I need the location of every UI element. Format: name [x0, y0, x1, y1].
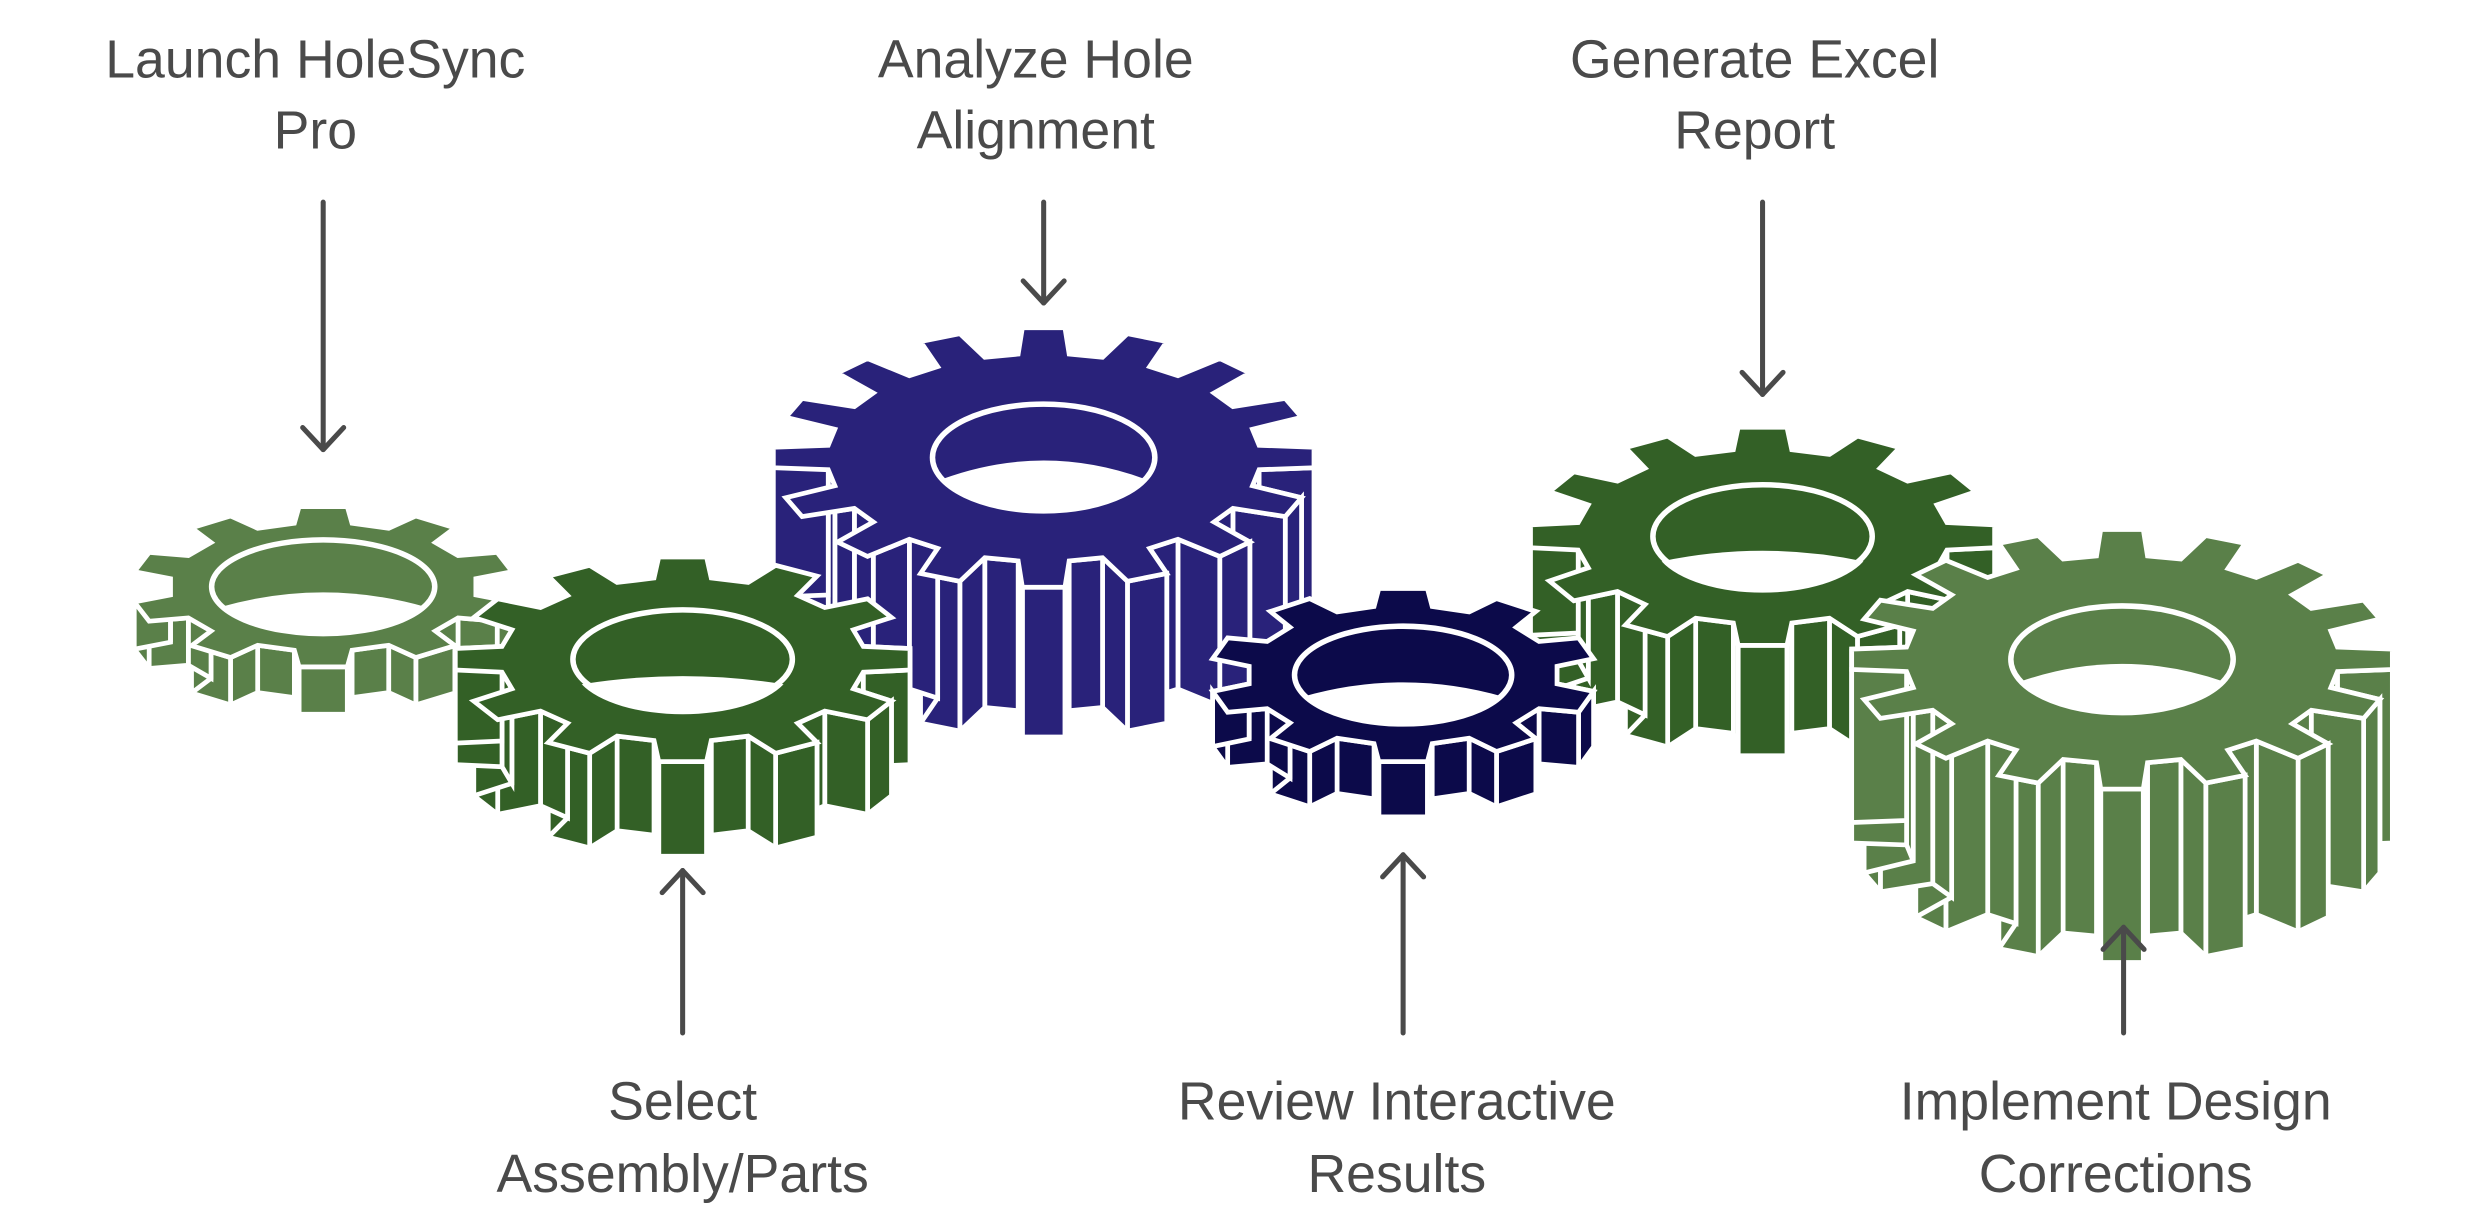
step-label-line: Results	[1307, 1144, 1486, 1204]
arrow-select	[659, 868, 706, 1036]
step-label-line: Select	[608, 1072, 757, 1132]
gear-wall-segment	[1334, 735, 1377, 802]
gear-wall-segment	[1066, 555, 1105, 714]
step-label-line: Alignment	[917, 101, 1155, 161]
gear-hole-opening	[581, 676, 784, 715]
arrow-up-icon	[2100, 924, 2147, 952]
step-label-line: Generate Excel	[1570, 30, 1939, 90]
step-label-line: Corrections	[1979, 1144, 2253, 1204]
gear-wall-segment	[1100, 552, 1130, 737]
gear-wall-segment	[822, 708, 870, 818]
step-label-select: Select Assembly/Parts	[496, 1072, 868, 1205]
step-label-line: Review Interactive	[1178, 1072, 1616, 1132]
gear-wall-segment	[1735, 643, 1790, 759]
gear-wall-segment	[2203, 772, 2248, 960]
arrow-down-icon	[300, 425, 347, 453]
gear-wall-segment	[296, 664, 350, 717]
step-label-line: Assembly/Parts	[496, 1144, 868, 1204]
arrows-layer	[300, 199, 2147, 1036]
step-label-launch: Launch HoleSync Pro	[105, 30, 525, 161]
gear-wall-segment	[957, 552, 988, 737]
step-label-analyze: Analyze Hole Alignment	[878, 30, 1194, 161]
gear-wall-segment	[255, 642, 297, 701]
gear-side-walls	[1849, 529, 2395, 965]
gear-wall-segment	[2253, 737, 2301, 936]
arrow-down-icon	[1020, 278, 1067, 306]
step-label-line: Report	[1674, 101, 1835, 161]
gear-wall-segment	[1125, 570, 1170, 734]
gear-launch	[130, 504, 517, 717]
gears-layer	[130, 325, 2395, 965]
gear-wall-segment	[2295, 740, 2331, 936]
gear-wall-segment	[1376, 759, 1430, 820]
gear-wall-segment	[1693, 615, 1736, 737]
arrow-launch	[300, 199, 347, 453]
gear-wall-segment	[1536, 706, 1581, 770]
step-label-line: Launch HoleSync	[105, 30, 525, 90]
gear-wall-segment	[2361, 693, 2383, 899]
gear-wall-segment	[708, 733, 751, 838]
gear-wall-segment	[614, 733, 657, 838]
gear-hole-opening	[220, 592, 426, 636]
step-label-line: Analyze Hole	[878, 30, 1194, 90]
gear-wall-segment	[1429, 735, 1472, 802]
gear-review	[1208, 586, 1598, 820]
gear-wall-segment	[349, 642, 392, 701]
gear-wall-segment	[2060, 756, 2099, 939]
gear-wall-segment	[1217, 538, 1253, 711]
gear-hole-opening	[2019, 663, 2225, 715]
arrow-generate	[1739, 199, 1786, 397]
gear-wall-segment	[1665, 613, 1699, 752]
gear-wall-segment	[773, 739, 820, 851]
gear-hole-opening	[941, 460, 1146, 512]
gear-wall-segment	[982, 555, 1021, 714]
step-label-implement: Implement Design Corrections	[1900, 1072, 2332, 1205]
arrow-review	[1380, 852, 1427, 1036]
gear-wall-segment	[1789, 615, 1832, 737]
gear-implement	[1849, 527, 2395, 965]
step-label-generate: Generate Excel Report	[1570, 30, 1939, 161]
gear-wall-segment	[1175, 535, 1223, 710]
arrow-implement	[2100, 924, 2147, 1036]
gear-wall-segment	[1020, 584, 1068, 740]
gear-wall-segment	[2035, 754, 2066, 962]
step-label-line: Implement Design	[1900, 1072, 2332, 1132]
gear-wall-segment	[2145, 756, 2184, 939]
gear-wall-segment	[2178, 754, 2209, 962]
gear-wall-segment	[656, 759, 709, 859]
gear-hole-opening	[1303, 682, 1504, 727]
arrow-up-icon	[659, 868, 706, 896]
step-label-line: Pro	[274, 101, 357, 161]
gear-hole-opening	[1661, 550, 1864, 593]
arrow-up-icon	[1380, 852, 1427, 880]
gear-select	[452, 554, 913, 859]
step-label-review: Review Interactive Results	[1178, 1072, 1616, 1205]
arrow-down-icon	[1739, 369, 1786, 397]
arrow-analyze	[1020, 199, 1067, 306]
